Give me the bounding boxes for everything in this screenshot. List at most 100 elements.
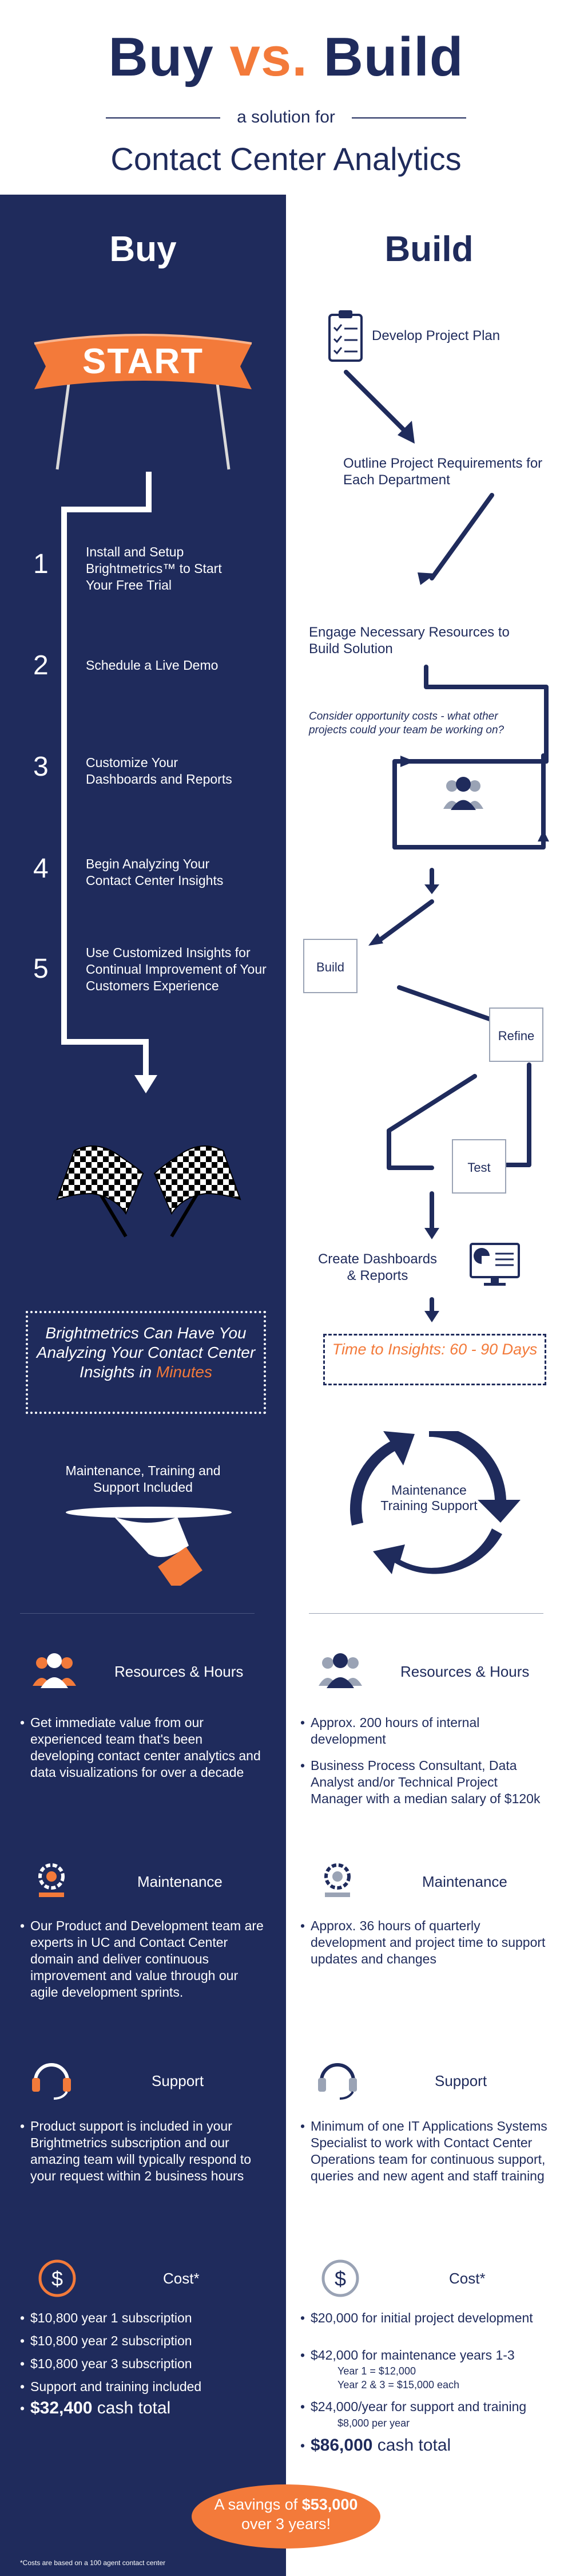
promo-highlight: Minutes — [156, 1363, 212, 1381]
step-number: 4 — [33, 854, 49, 884]
buy-promo-text: Brightmetrics Can Have You Analyzing You… — [31, 1323, 260, 1382]
step-number: 5 — [33, 954, 49, 984]
bullet-text: Product support is included in your Brig… — [30, 2119, 252, 2183]
step-number: 3 — [33, 752, 49, 782]
title-buy: Buy — [108, 26, 214, 88]
dollar-icon: $ — [38, 2259, 76, 2297]
list-item: •Support and training included — [20, 2379, 202, 2394]
list-item: •Get immediate value from our experience… — [20, 1715, 261, 1780]
cycle-arrows-icon — [349, 1431, 521, 1574]
bullet-text: Approx. 36 hours of quarterly developmen… — [311, 1918, 546, 1966]
dashboard-monitor-icon — [470, 1243, 520, 1286]
bullet-text: $10,800 year 3 subscription — [30, 2356, 192, 2371]
list-item: •Approx. 36 hours of quarterly developme… — [300, 1918, 546, 1966]
time-to-insights: Time to Insights: 60 - 90 Days — [332, 1341, 538, 1358]
list-item: •$42,000 for maintenance years 1-3 — [300, 2348, 515, 2362]
bullet-text: Approx. 200 hours of internal developmen… — [311, 1715, 480, 1747]
resources-title-build: Resources & Hours — [400, 1663, 530, 1680]
buy-total: •$32,400 cash total — [20, 2399, 171, 2417]
list-item: •Business Process Consultant, Data Analy… — [300, 1758, 541, 1806]
bullet-text: Our Product and Development team are exp… — [30, 1918, 264, 2000]
divider-right — [352, 117, 466, 118]
bullet-text: $10,800 year 2 subscription — [30, 2333, 192, 2348]
step-dashboards: Create Dashboards & Reports — [317, 1251, 438, 1283]
team-icon — [33, 1653, 76, 1688]
buy-column-header: Buy — [109, 230, 177, 269]
savings-text: A savings of $53,000 over 3 years! — [192, 2495, 380, 2534]
build-total: •$86,000 cash total — [300, 2436, 451, 2455]
header: Buy vs. Build a solution for Contact Cen… — [0, 0, 572, 195]
promo-line: Brightmetrics Can Have You Analyzing You… — [36, 1324, 256, 1381]
step-text: Schedule a Live Demo — [86, 658, 219, 673]
dollar-icon: $ — [321, 2259, 359, 2297]
build-label: Build — [316, 960, 344, 974]
step-engage: Engage Necessary Resources to Build Solu… — [309, 625, 510, 657]
step-develop: Develop Project Plan — [372, 328, 500, 343]
list-item: •Our Product and Development team are ex… — [20, 1918, 264, 2000]
resources-title-buy: Resources & Hours — [114, 1663, 244, 1680]
cost-subnote: Year 2 & 3 = $15,000 each — [337, 2379, 460, 2391]
build-total-label: cash total — [377, 2436, 451, 2455]
savings-prefix: A savings of — [214, 2496, 298, 2513]
title-vs: vs. — [229, 26, 308, 88]
step-text: Install and Setup Brightmetrics™ to Star… — [86, 544, 222, 592]
buy-total-value: $32,400 — [30, 2399, 93, 2417]
build-total-value: $86,000 — [311, 2436, 373, 2455]
build-flow-diagram — [344, 370, 549, 1322]
team-icon — [319, 1653, 362, 1688]
support-title-build: Support — [435, 2072, 487, 2089]
gear-icon — [38, 1863, 65, 1897]
test-box — [452, 1139, 506, 1194]
savings-suffix: over 3 years! — [241, 2515, 331, 2532]
cost-subnote: Year 1 = $12,000 — [337, 2365, 416, 2377]
support-title-buy: Support — [152, 2072, 204, 2089]
page-subtitle: Contact Center Analytics — [110, 141, 462, 177]
title-build: Build — [323, 26, 464, 88]
cycle-label: Maintenance Training Support — [380, 1483, 478, 1513]
list-item: •$10,800 year 2 subscription — [20, 2333, 192, 2348]
step-text: Use Customized Insights for Continual Im… — [86, 945, 267, 993]
bullet-text: $20,000 for initial project development — [311, 2310, 533, 2325]
bullet-text: $42,000 for maintenance years 1-3 — [311, 2348, 515, 2362]
step-text: Customize Your Dashboards and Reports — [86, 755, 232, 787]
serving-hand-icon — [66, 1507, 232, 1586]
savings-amount: $53,000 — [301, 2496, 358, 2513]
list-item: •Product support is included in your Bri… — [20, 2119, 252, 2183]
test-label: Test — [467, 1160, 491, 1175]
time-to-insights-box — [323, 1334, 546, 1385]
maintenance-title-buy: Maintenance — [137, 1873, 223, 1890]
checkered-flags-icon — [56, 1145, 241, 1238]
refine-box — [489, 1008, 543, 1062]
cost-title-buy: Cost* — [163, 2270, 200, 2287]
divider-left — [106, 117, 220, 118]
refine-label: Refine — [498, 1029, 535, 1043]
cost-subnote: $8,000 per year — [337, 2417, 410, 2429]
buy-maintenance-label: Maintenance, Training and Support Includ… — [65, 1463, 221, 1495]
bullet-text: Minimum of one IT Applications Systems S… — [311, 2119, 547, 2183]
bullet-text: Business Process Consultant, Data Analys… — [311, 1758, 541, 1806]
savings-badge — [192, 2484, 380, 2549]
build-column-header: Build — [384, 230, 474, 269]
list-item: •Minimum of one IT Applications Systems … — [300, 2119, 547, 2183]
bullet-text: $24,000/year for support and training — [311, 2399, 527, 2414]
step-text: Begin Analyzing Your Contact Center Insi… — [86, 856, 224, 888]
list-item: •Approx. 200 hours of internal developme… — [300, 1715, 480, 1747]
cost-title-build: Cost* — [449, 2270, 486, 2287]
headset-icon — [32, 2063, 71, 2100]
gear-icon — [324, 1863, 351, 1897]
clipboard-icon — [328, 310, 363, 362]
svg-text:$: $ — [335, 2267, 346, 2290]
start-label: START — [82, 342, 204, 381]
buy-promo-box — [26, 1311, 266, 1414]
separator-left — [20, 1613, 255, 1614]
maintenance-title-build: Maintenance — [422, 1873, 507, 1890]
buy-track-line — [61, 472, 157, 1093]
page-title: Buy vs. Build — [0, 29, 572, 86]
start-banner — [34, 334, 252, 470]
headset-icon — [318, 2063, 357, 2100]
build-box — [303, 939, 357, 993]
step-number: 2 — [33, 650, 49, 681]
list-item: •$24,000/year for support and training — [300, 2399, 527, 2414]
bullet-text: $10,800 year 1 subscription — [30, 2310, 192, 2325]
team-icon — [443, 777, 483, 810]
